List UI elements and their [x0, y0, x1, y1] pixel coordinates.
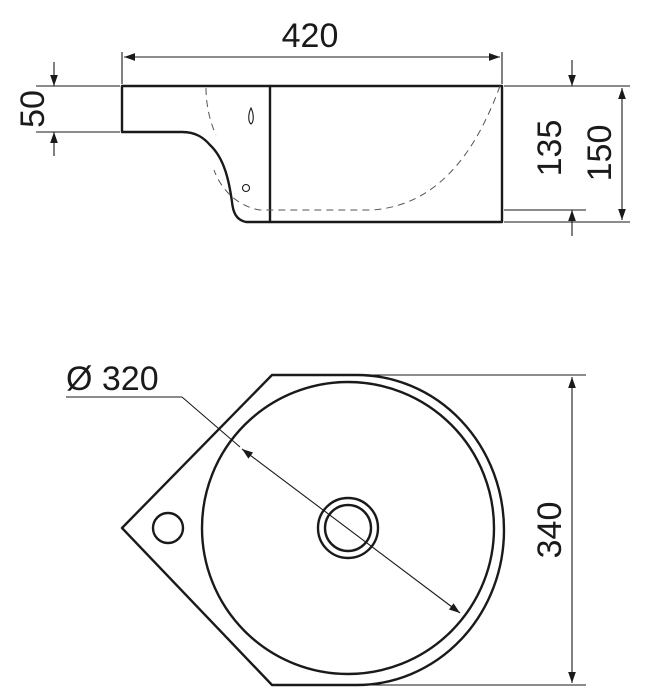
top-view: Ø 320 340 — [66, 360, 586, 687]
dim-total-height-label: 150 — [581, 125, 619, 182]
bowl-circle — [200, 380, 496, 676]
overflow-hole — [241, 183, 251, 193]
side-view: 420 50 135 150 — [14, 17, 630, 236]
dim-width-label: 420 — [282, 17, 339, 55]
hidden-rim-contour — [205, 87, 217, 136]
dim-bowl-depth-label: 135 — [531, 120, 569, 177]
tap-hole — [151, 511, 185, 545]
basin-side-outline — [120, 84, 504, 224]
hidden-bowl-contour — [213, 85, 501, 211]
dim-depth-label: 340 — [531, 502, 569, 559]
drain-inner — [323, 503, 373, 553]
drain-outer — [316, 496, 380, 560]
diameter-leader — [181, 396, 241, 448]
mounting-slot-icon — [248, 106, 254, 125]
dim-diameter-label: Ø 320 — [66, 360, 159, 398]
dim-rim-label: 50 — [14, 90, 52, 128]
dimension-line-diameter — [241, 448, 461, 614]
basin-top-outline — [120, 373, 506, 687]
